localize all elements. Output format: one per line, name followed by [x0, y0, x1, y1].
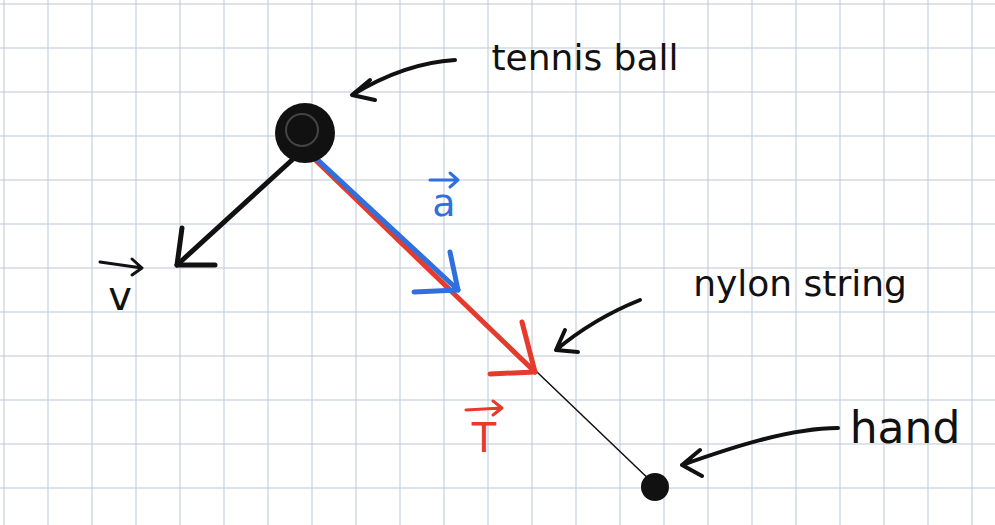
grid-line: [4, 0, 5, 525]
leader-arrow: [682, 428, 838, 476]
tension-arrowhead: [490, 322, 535, 374]
grid-line: [444, 0, 445, 525]
velocity-arrowhead: [177, 228, 215, 265]
part-label: hand: [850, 404, 961, 452]
vector-symbol: v: [108, 274, 132, 318]
grid-line: [620, 0, 621, 525]
tennis-ball-scribble: [286, 114, 318, 146]
grid-line: [356, 0, 357, 525]
grid-line: [312, 0, 313, 525]
grid-line: [0, 488, 995, 489]
hand-point: [641, 473, 669, 501]
grid-line: [576, 0, 577, 525]
grid-line: [268, 0, 269, 525]
acceleration-vector: [305, 148, 458, 290]
grid-line: [0, 92, 995, 93]
grid-line: [840, 0, 841, 525]
grid-line: [752, 0, 753, 525]
vector-mark: [100, 259, 142, 275]
grid-line: [92, 0, 93, 525]
vector-symbol: a: [432, 183, 455, 225]
grid-line: [0, 136, 995, 137]
vector-symbol: T: [472, 416, 496, 460]
grid-line: [0, 224, 995, 225]
grid-line: [0, 4, 995, 5]
vector-mark: [466, 401, 502, 415]
velocity-vector: [177, 160, 292, 265]
grid-line: [0, 400, 995, 401]
nylon-string: [305, 150, 655, 485]
leader-arrow: [352, 60, 455, 100]
grid-line: [532, 0, 533, 525]
grid-line: [224, 0, 225, 525]
grid-line: [0, 180, 995, 181]
grid-line: [708, 0, 709, 525]
part-label: tennis ball: [491, 38, 678, 78]
grid-line: [0, 312, 995, 313]
grid-line: [400, 0, 401, 525]
grid-line: [0, 444, 995, 445]
grid-line: [48, 0, 49, 525]
grid-line: [664, 0, 665, 525]
grid-line: [796, 0, 797, 525]
tennis-ball: [275, 103, 335, 163]
part-label: nylon string: [693, 264, 907, 304]
grid-line: [0, 356, 995, 357]
leader-arrow: [556, 300, 640, 352]
grid-line: [972, 0, 973, 525]
acceleration-arrowhead: [414, 252, 458, 292]
